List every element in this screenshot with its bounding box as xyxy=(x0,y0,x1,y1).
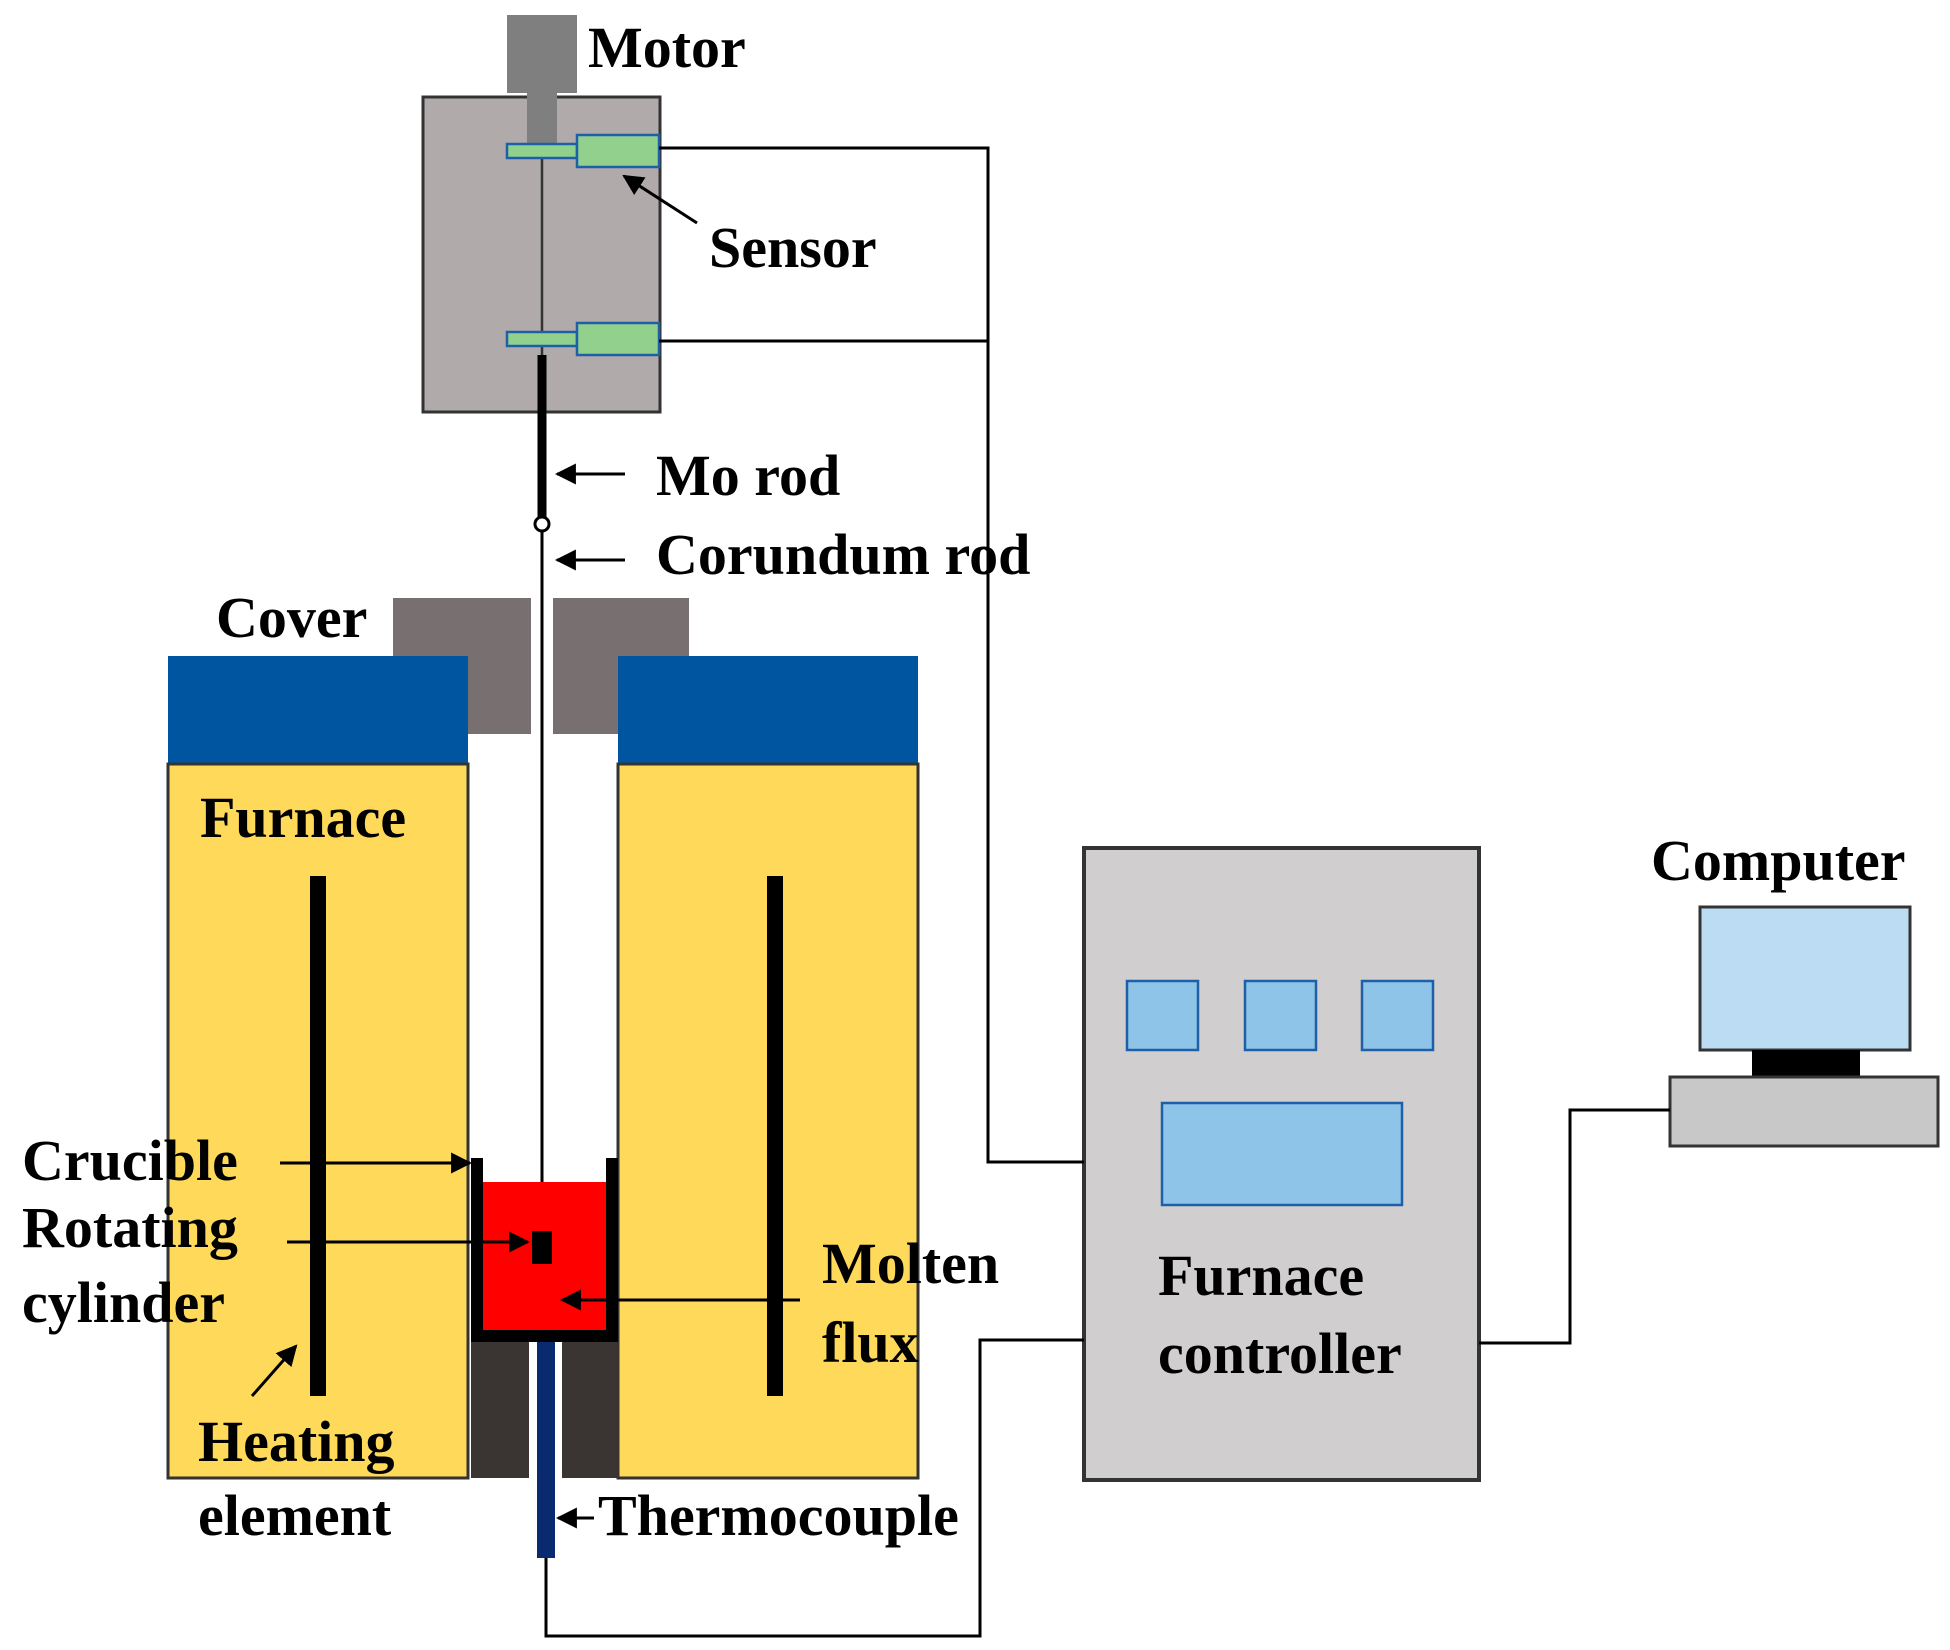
label-sensor: Sensor xyxy=(709,215,877,280)
motor-shaft xyxy=(527,93,557,143)
label-crucible: Crucible xyxy=(22,1128,238,1193)
furnace-top-right xyxy=(618,656,918,764)
rod-joint xyxy=(533,515,551,533)
computer-base xyxy=(1668,1075,1940,1148)
label-cylinder: cylinder xyxy=(22,1270,225,1335)
heating-element-arrow xyxy=(250,1344,298,1397)
label-mo-rod: Mo rod xyxy=(656,443,840,508)
heating-element-right xyxy=(767,876,783,1396)
computer-monitor xyxy=(1698,905,1912,1052)
label-computer: Computer xyxy=(1651,828,1906,893)
sensor-arrow xyxy=(622,174,698,225)
label-motor: Motor xyxy=(588,15,746,80)
computer-wire xyxy=(1479,1108,1670,1345)
label-corundum-rod: Corundum rod xyxy=(656,522,1030,587)
crucible xyxy=(471,1158,618,1342)
sensor-wire xyxy=(659,146,1084,1164)
controller-button-1 xyxy=(1125,979,1200,1052)
sensor-lower xyxy=(575,321,661,357)
sensor-lower-tip xyxy=(505,330,579,348)
motor xyxy=(507,15,577,93)
sensor-upper xyxy=(575,133,661,169)
crucible-support-right xyxy=(562,1342,619,1478)
furnace-top-left xyxy=(168,656,468,764)
label-furnace-controller-2: controller xyxy=(1158,1321,1402,1386)
thermocouple-wire xyxy=(544,1338,1084,1638)
label-rotating: Rotating xyxy=(22,1195,238,1260)
label-thermocouple: Thermocouple xyxy=(598,1483,959,1548)
label-furnace: Furnace xyxy=(200,785,406,850)
sensor-upper-tip xyxy=(505,142,579,160)
controller-button-3 xyxy=(1360,979,1435,1052)
thermocouple xyxy=(537,1342,555,1558)
heating-element-left xyxy=(310,876,326,1396)
label-furnace-controller-1: Furnace xyxy=(1158,1243,1364,1308)
controller-display xyxy=(1160,1101,1404,1207)
computer-stand xyxy=(1752,1050,1860,1077)
label-cover: Cover xyxy=(216,585,367,650)
label-heating: Heating xyxy=(198,1409,395,1474)
crucible-support-left xyxy=(471,1342,529,1478)
label-flux: flux xyxy=(822,1310,919,1375)
label-molten: Molten xyxy=(822,1231,999,1296)
label-element: element xyxy=(198,1483,392,1548)
rotating-cylinder xyxy=(532,1231,552,1264)
controller-button-2 xyxy=(1243,979,1318,1052)
